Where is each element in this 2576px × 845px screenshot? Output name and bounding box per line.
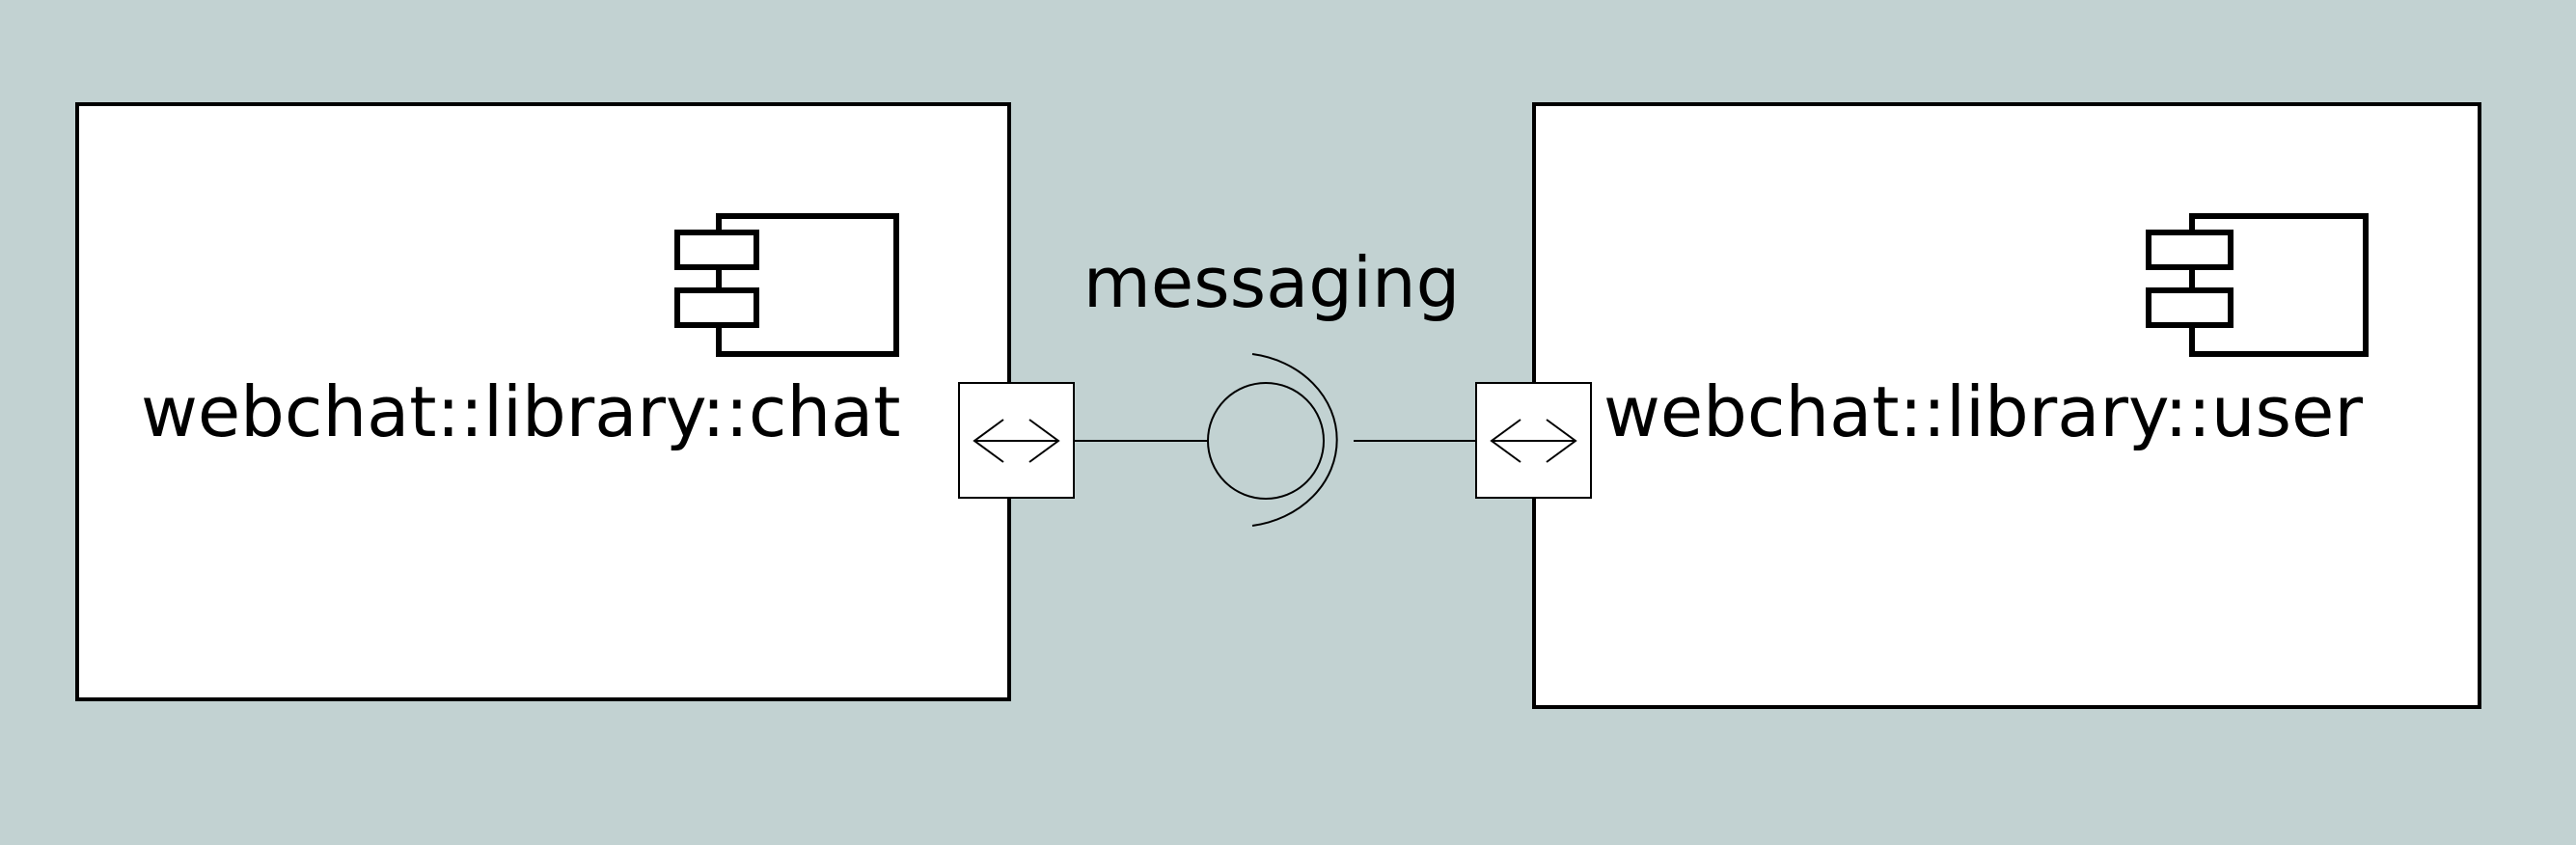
component-chat-label: webchat::library::chat — [141, 371, 900, 452]
component-user[interactable]: webchat::library::user — [1532, 102, 2481, 709]
component-chat-box — [75, 102, 1011, 701]
interface-label: messaging — [1083, 242, 1461, 323]
component-user-label: webchat::library::user — [1603, 371, 2363, 452]
bidirectional-arrow-icon — [973, 419, 1060, 463]
port-chat[interactable] — [958, 382, 1075, 499]
component-chat[interactable]: webchat::library::chat — [75, 102, 1011, 701]
required-interface-socket[interactable] — [1251, 353, 1338, 527]
component-user-box — [1532, 102, 2481, 709]
component-icon — [674, 213, 899, 357]
bidirectional-arrow-icon — [1490, 419, 1577, 463]
component-icon — [2146, 213, 2369, 357]
provided-interface-ball[interactable] — [1207, 382, 1325, 500]
port-user[interactable] — [1475, 382, 1592, 499]
